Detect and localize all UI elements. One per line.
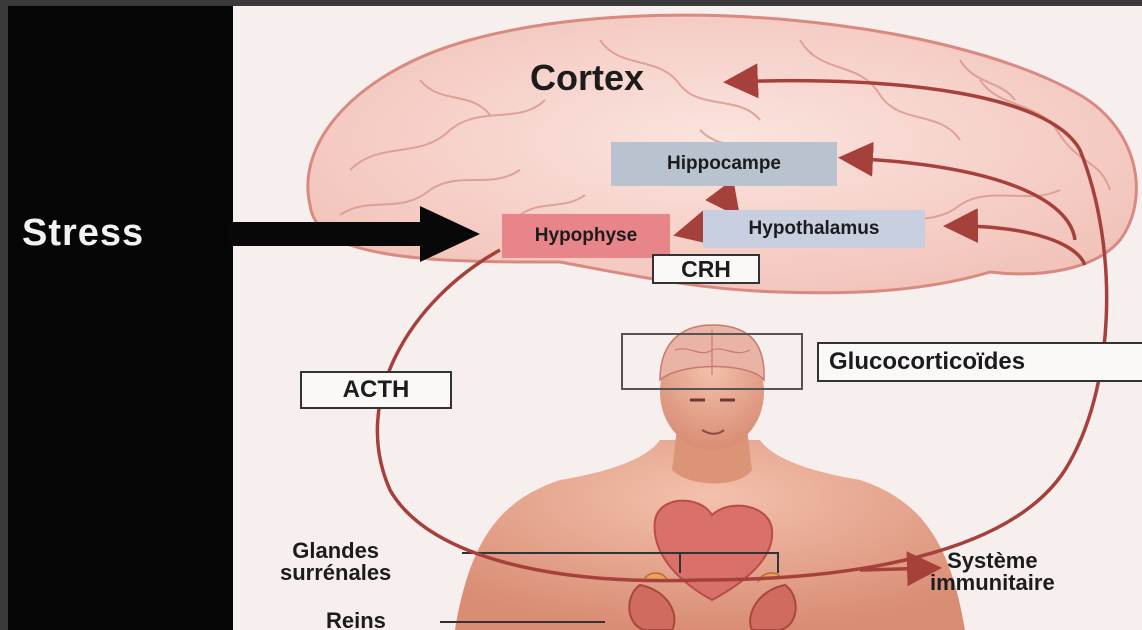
cortex-label: Cortex [530,57,644,99]
reins-label: Reins [326,608,386,630]
hypophyse-label: Hypophyse [502,214,670,258]
hypothalamus-label: Hypothalamus [703,210,925,248]
acth-label: ACTH [300,371,452,409]
systeme-line1: Système [930,550,1055,572]
glandes-line1: Glandes [280,540,391,562]
crh-label: CRH [652,254,760,284]
systeme-immunitaire-label: Système immunitaire [930,550,1055,594]
hippocampe-label: Hippocampe [611,142,837,186]
glandes-line2: surrénales [280,562,391,584]
glucocorticoides-label: Glucocorticoïdes [817,342,1142,382]
glandes-surrenales-label: Glandes surrénales [280,540,391,584]
systeme-line2: immunitaire [930,572,1055,594]
stress-label: Stress [22,212,144,255]
